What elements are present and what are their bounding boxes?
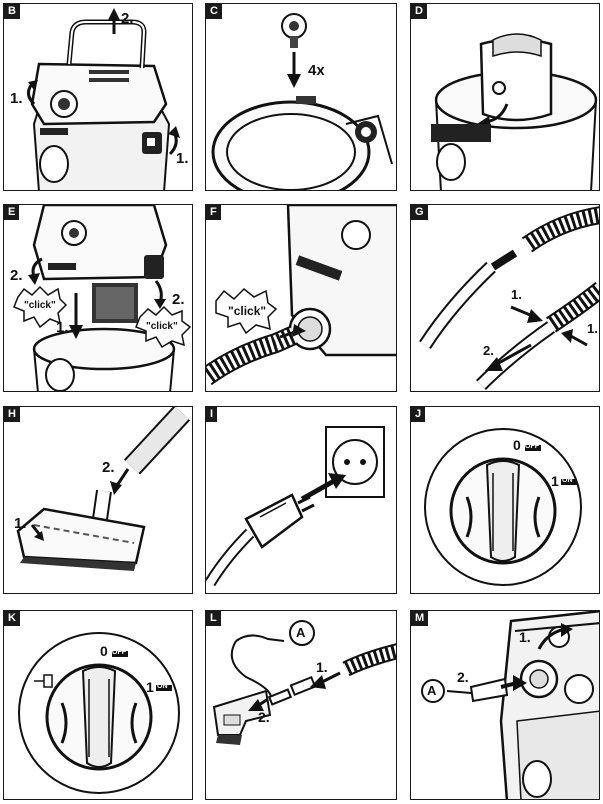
panel-b: B 2. 1. xyxy=(3,3,193,191)
switch-position-1: 1 xyxy=(551,473,559,489)
panel-f-illustration xyxy=(206,205,396,386)
panel-g: G 1. 1. 2. xyxy=(410,204,600,392)
accessory-label-a: A xyxy=(296,625,306,640)
accessory-label-a: A xyxy=(427,683,437,698)
panel-letter: H xyxy=(4,407,20,422)
panel-letter: L xyxy=(206,611,221,626)
panel-i: I xyxy=(205,406,397,594)
step-label: 1. xyxy=(14,515,27,532)
count-label: 4x xyxy=(308,62,325,79)
step-label: 2. xyxy=(483,343,494,358)
switch-label-on: ON xyxy=(157,683,168,690)
step-label: 2. xyxy=(172,291,185,308)
step-label: 2. xyxy=(102,459,115,476)
step-label: 1. xyxy=(176,150,189,167)
panel-e: E 2. 2. 1. "c xyxy=(3,204,193,392)
panel-d-illustration xyxy=(431,33,598,190)
panel-m-illustration xyxy=(421,611,599,799)
switch-position-1: 1 xyxy=(146,679,154,695)
panel-d: D xyxy=(410,3,600,191)
click-sound-label: "click" xyxy=(146,321,178,332)
switch-position-0: 0 xyxy=(513,437,521,453)
panel-letter: K xyxy=(4,611,20,626)
panel-letter: D xyxy=(411,4,427,19)
panel-letter: G xyxy=(411,205,428,220)
panel-letter: I xyxy=(206,407,218,422)
switch-label-on: ON xyxy=(562,477,573,484)
step-label: 1. xyxy=(316,659,328,675)
panel-l: L A 1. 2. xyxy=(205,610,397,800)
switch-label-off: OFF xyxy=(112,649,126,656)
panel-b-illustration xyxy=(27,8,180,190)
click-sound-label: "click" xyxy=(24,300,56,311)
panel-c: C 4x xyxy=(205,3,397,191)
panel-letter: C xyxy=(206,4,222,19)
panel-m: M 1. A 2. xyxy=(410,610,600,800)
panel-i-illustration xyxy=(206,426,385,587)
click-sound-label: "click" xyxy=(228,304,267,318)
panel-h-illustration xyxy=(16,407,191,571)
step-label: 2. xyxy=(121,10,134,27)
panel-k: K 0 OFF 1 ON xyxy=(3,610,193,800)
panel-c-illustration xyxy=(211,13,393,190)
panel-g-illustration xyxy=(419,206,599,390)
step-label: 2. xyxy=(258,709,270,725)
step-label: 1. xyxy=(519,629,531,645)
step-label: 2. xyxy=(10,267,23,284)
panel-letter: E xyxy=(4,205,20,220)
step-label: 2. xyxy=(457,669,469,685)
panel-j-illustration xyxy=(424,428,582,586)
switch-position-0: 0 xyxy=(100,643,108,659)
panel-letter: B xyxy=(4,4,20,19)
panel-e-illustration xyxy=(13,205,192,391)
panel-letter: M xyxy=(411,611,429,626)
step-label: 1. xyxy=(56,319,69,336)
panel-letter: J xyxy=(411,407,426,422)
panel-j: J 0 OFF 1 ON xyxy=(410,406,600,594)
panel-letter: F xyxy=(206,205,221,220)
step-label: 1. xyxy=(10,90,23,107)
panel-k-illustration xyxy=(18,632,180,794)
panel-f: F "click" xyxy=(205,204,397,392)
panel-h: H 2. 1. xyxy=(3,406,193,594)
step-label: 1. xyxy=(587,321,598,336)
step-label: 1. xyxy=(511,287,522,302)
switch-label-off: OFF xyxy=(525,443,539,450)
panel-l-illustration xyxy=(212,620,396,745)
